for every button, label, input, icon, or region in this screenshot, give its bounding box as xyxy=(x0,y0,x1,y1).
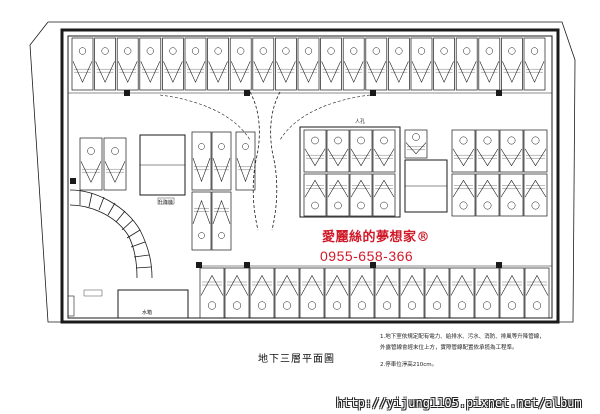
parking-stall xyxy=(184,37,207,91)
parking-stall xyxy=(71,37,94,91)
parking-stall xyxy=(94,37,116,91)
parking-stall xyxy=(249,267,275,319)
watermark-url: http://yijung1105.pixnet.net/album xyxy=(336,396,582,410)
parking-stall xyxy=(399,267,425,319)
parking-stall xyxy=(524,267,550,319)
water-tank-room xyxy=(117,289,189,319)
parking-stalls xyxy=(71,37,550,319)
parking-stall xyxy=(499,267,525,319)
parking-stall xyxy=(191,131,212,191)
parking-stall xyxy=(320,37,342,91)
parking-stall xyxy=(424,267,450,319)
parking-stall xyxy=(79,137,103,191)
parking-stall xyxy=(303,129,327,173)
room-label: 水箱 xyxy=(142,310,153,316)
elevator-label: 升降機 xyxy=(158,200,174,206)
parking-stall xyxy=(475,129,500,173)
parking-stall xyxy=(326,173,350,217)
building-outer-wall xyxy=(60,28,560,324)
entrance-label: 人孔 xyxy=(355,119,366,125)
site-boundary xyxy=(29,21,576,323)
parking-stall xyxy=(211,191,232,251)
parking-stall xyxy=(275,37,297,91)
parking-stall xyxy=(451,173,476,217)
parking-stall xyxy=(252,37,275,91)
parking-stall xyxy=(199,267,225,319)
parking-stall xyxy=(103,137,127,191)
parking-stall xyxy=(388,37,410,91)
parking-stall xyxy=(299,267,325,319)
parking-stall xyxy=(229,37,252,91)
parking-stall xyxy=(365,37,388,91)
parking-stall xyxy=(207,37,229,91)
parking-stall xyxy=(499,129,524,173)
parking-stall xyxy=(342,37,365,91)
parking-stall xyxy=(475,173,500,217)
parking-stall xyxy=(211,131,232,191)
parking-stall xyxy=(297,37,320,91)
parking-stall xyxy=(139,37,162,91)
brand-phone: 0955-658-366 xyxy=(320,248,414,264)
parking-stall xyxy=(235,131,256,191)
ramp-curve xyxy=(249,91,260,231)
parking-stall xyxy=(162,37,184,91)
parking-stall xyxy=(501,37,523,91)
parking-stall xyxy=(274,267,300,319)
parking-stall xyxy=(499,173,524,217)
plan-title: 地下三層平面圖 xyxy=(258,354,335,365)
parking-stall xyxy=(404,129,428,159)
parking-stall xyxy=(433,37,455,91)
parking-stall xyxy=(303,173,327,217)
parking-stall xyxy=(349,267,375,319)
note-line-1: 1.地下室依規定配有電力、給排水、污水、消防、排風等升降管線， xyxy=(380,334,545,340)
parking-stall xyxy=(523,173,548,217)
note-line-3: 2.停車位淨高210cm。 xyxy=(380,362,438,368)
brand-name: 愛麗絲的夢想家® xyxy=(322,230,431,245)
parking-stall xyxy=(324,267,350,319)
parking-stall xyxy=(349,129,373,173)
note-line-2: 外露管線會經末位上方，實際管線配置依承揽為工程準。 xyxy=(380,345,518,351)
parking-stall xyxy=(474,267,500,319)
parking-stall xyxy=(410,37,433,91)
parking-stall xyxy=(478,37,501,91)
parking-stall xyxy=(455,37,478,91)
parking-stall xyxy=(116,37,139,91)
parking-stall xyxy=(523,37,546,91)
parking-stall xyxy=(349,173,373,217)
parking-stall xyxy=(451,129,476,173)
parking-stall xyxy=(372,173,396,217)
parking-stall xyxy=(224,267,250,319)
spiral-ramp xyxy=(69,189,153,279)
parking-stall xyxy=(191,191,212,251)
parking-stall xyxy=(374,267,400,319)
parking-stall xyxy=(326,129,350,173)
parking-stall xyxy=(449,267,475,319)
parking-stall xyxy=(372,129,396,173)
central-core xyxy=(299,126,401,218)
parking-stall xyxy=(523,129,548,173)
